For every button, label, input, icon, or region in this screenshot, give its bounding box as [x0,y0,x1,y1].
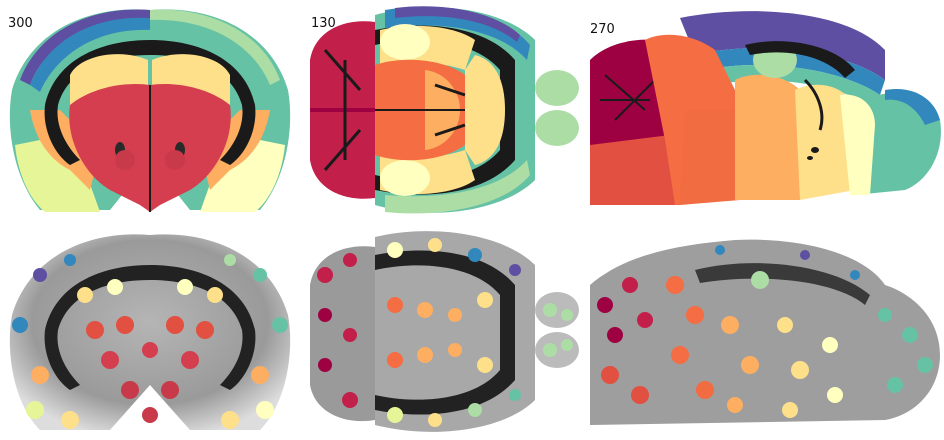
slice-number-label: 300 [8,16,33,31]
centroid-markers [12,254,288,429]
panel-sagittal-centroids [585,225,944,440]
centroid-markers [317,238,573,427]
slice-number-label: 270 [590,22,615,37]
centroid-markers [597,245,933,418]
panel-axial-atlas: 130 [305,0,585,220]
sagittal-atlas-image [590,11,941,205]
coronal-atlas-image [9,9,291,212]
panel-sagittal-atlas: 270 [585,0,944,220]
panel-axial-centroids [305,225,585,440]
axial-centroids-image [310,231,579,432]
panel-coronal-centroids [0,225,300,440]
coronal-centroids-image [9,234,291,430]
slice-number-label: 130 [311,16,336,31]
axial-atlas-image [310,6,579,214]
panel-coronal-atlas: 300 [0,0,300,220]
sagittal-centroids-image [590,239,940,425]
